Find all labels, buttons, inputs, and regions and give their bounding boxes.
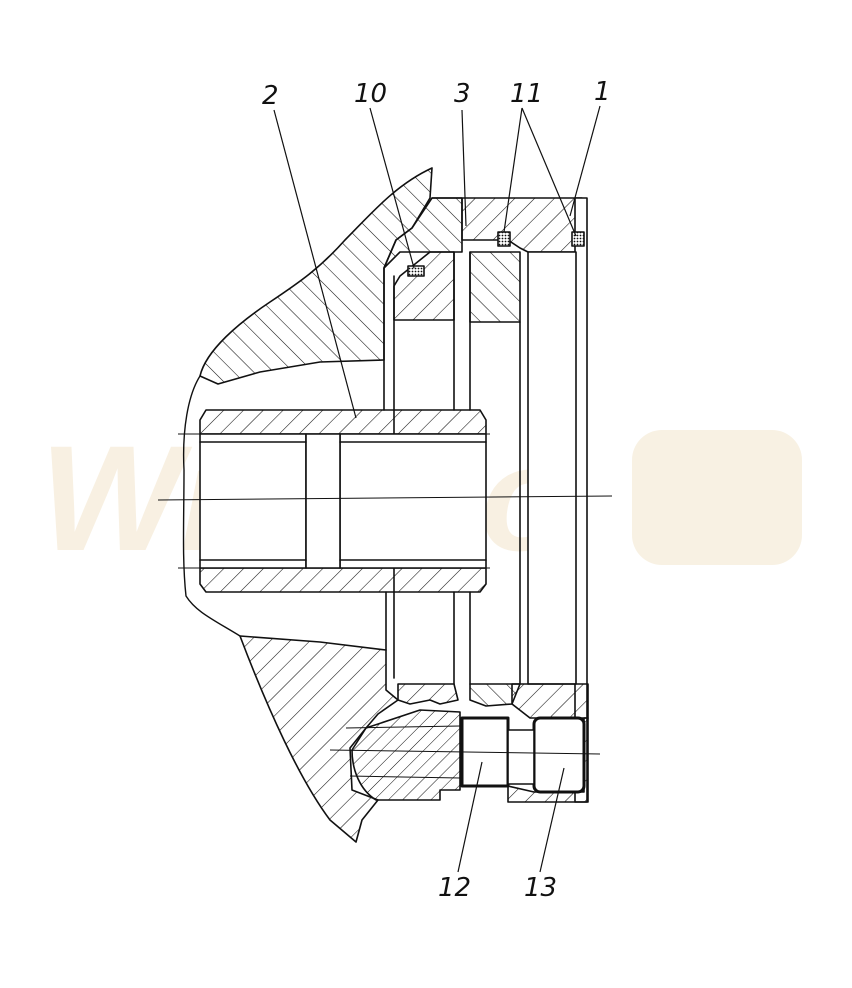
callout-2: 2 [262, 81, 279, 111]
leader-1 [569, 105, 601, 217]
leader-2 [273, 109, 357, 419]
housing-bore-outline [182, 375, 241, 637]
leader-3 [461, 109, 467, 227]
cover-lower-flange [507, 717, 589, 803]
leader-11a [503, 107, 523, 233]
callout-3: 3 [454, 79, 471, 109]
callout-10: 10 [354, 79, 387, 109]
seal-ring-10 [407, 265, 425, 277]
leader-10 [369, 107, 415, 269]
center-line-main [157, 495, 613, 501]
bearing-cage-3-upper [393, 251, 455, 321]
callout-1: 1 [594, 77, 611, 107]
housing-lower [239, 635, 399, 843]
sleeve-2-top [199, 409, 487, 435]
callout-11: 11 [510, 79, 543, 109]
watermark-logo [632, 430, 802, 565]
sleeve-2-groove [305, 433, 341, 569]
callout-labels: 2 10 3 11 1 12 13 [262, 77, 611, 903]
sleeve-2-bore-left [199, 433, 307, 569]
leader-11b [521, 107, 577, 237]
seal-ring-11a [497, 231, 511, 247]
plug-12-seat [507, 729, 535, 785]
bearing-cage-3-upper-right [469, 251, 521, 323]
seal-ring-11b [571, 231, 585, 247]
cover-1-inner [527, 251, 577, 685]
plug-bore-line [349, 775, 461, 779]
center-line-plug [329, 749, 601, 755]
callout-13: 13 [524, 873, 557, 903]
leader-12 [457, 761, 483, 873]
bearing-cage-lower [397, 683, 459, 705]
plug-13 [532, 716, 586, 794]
sleeve-2-bottom [199, 567, 487, 593]
callout-12: 12 [438, 873, 471, 903]
sleeve-2-bore-right [339, 433, 487, 569]
cover-1-lower [511, 683, 589, 719]
plug-bore-line [345, 725, 461, 729]
housing-upper [199, 167, 433, 385]
leader-13 [539, 767, 565, 873]
